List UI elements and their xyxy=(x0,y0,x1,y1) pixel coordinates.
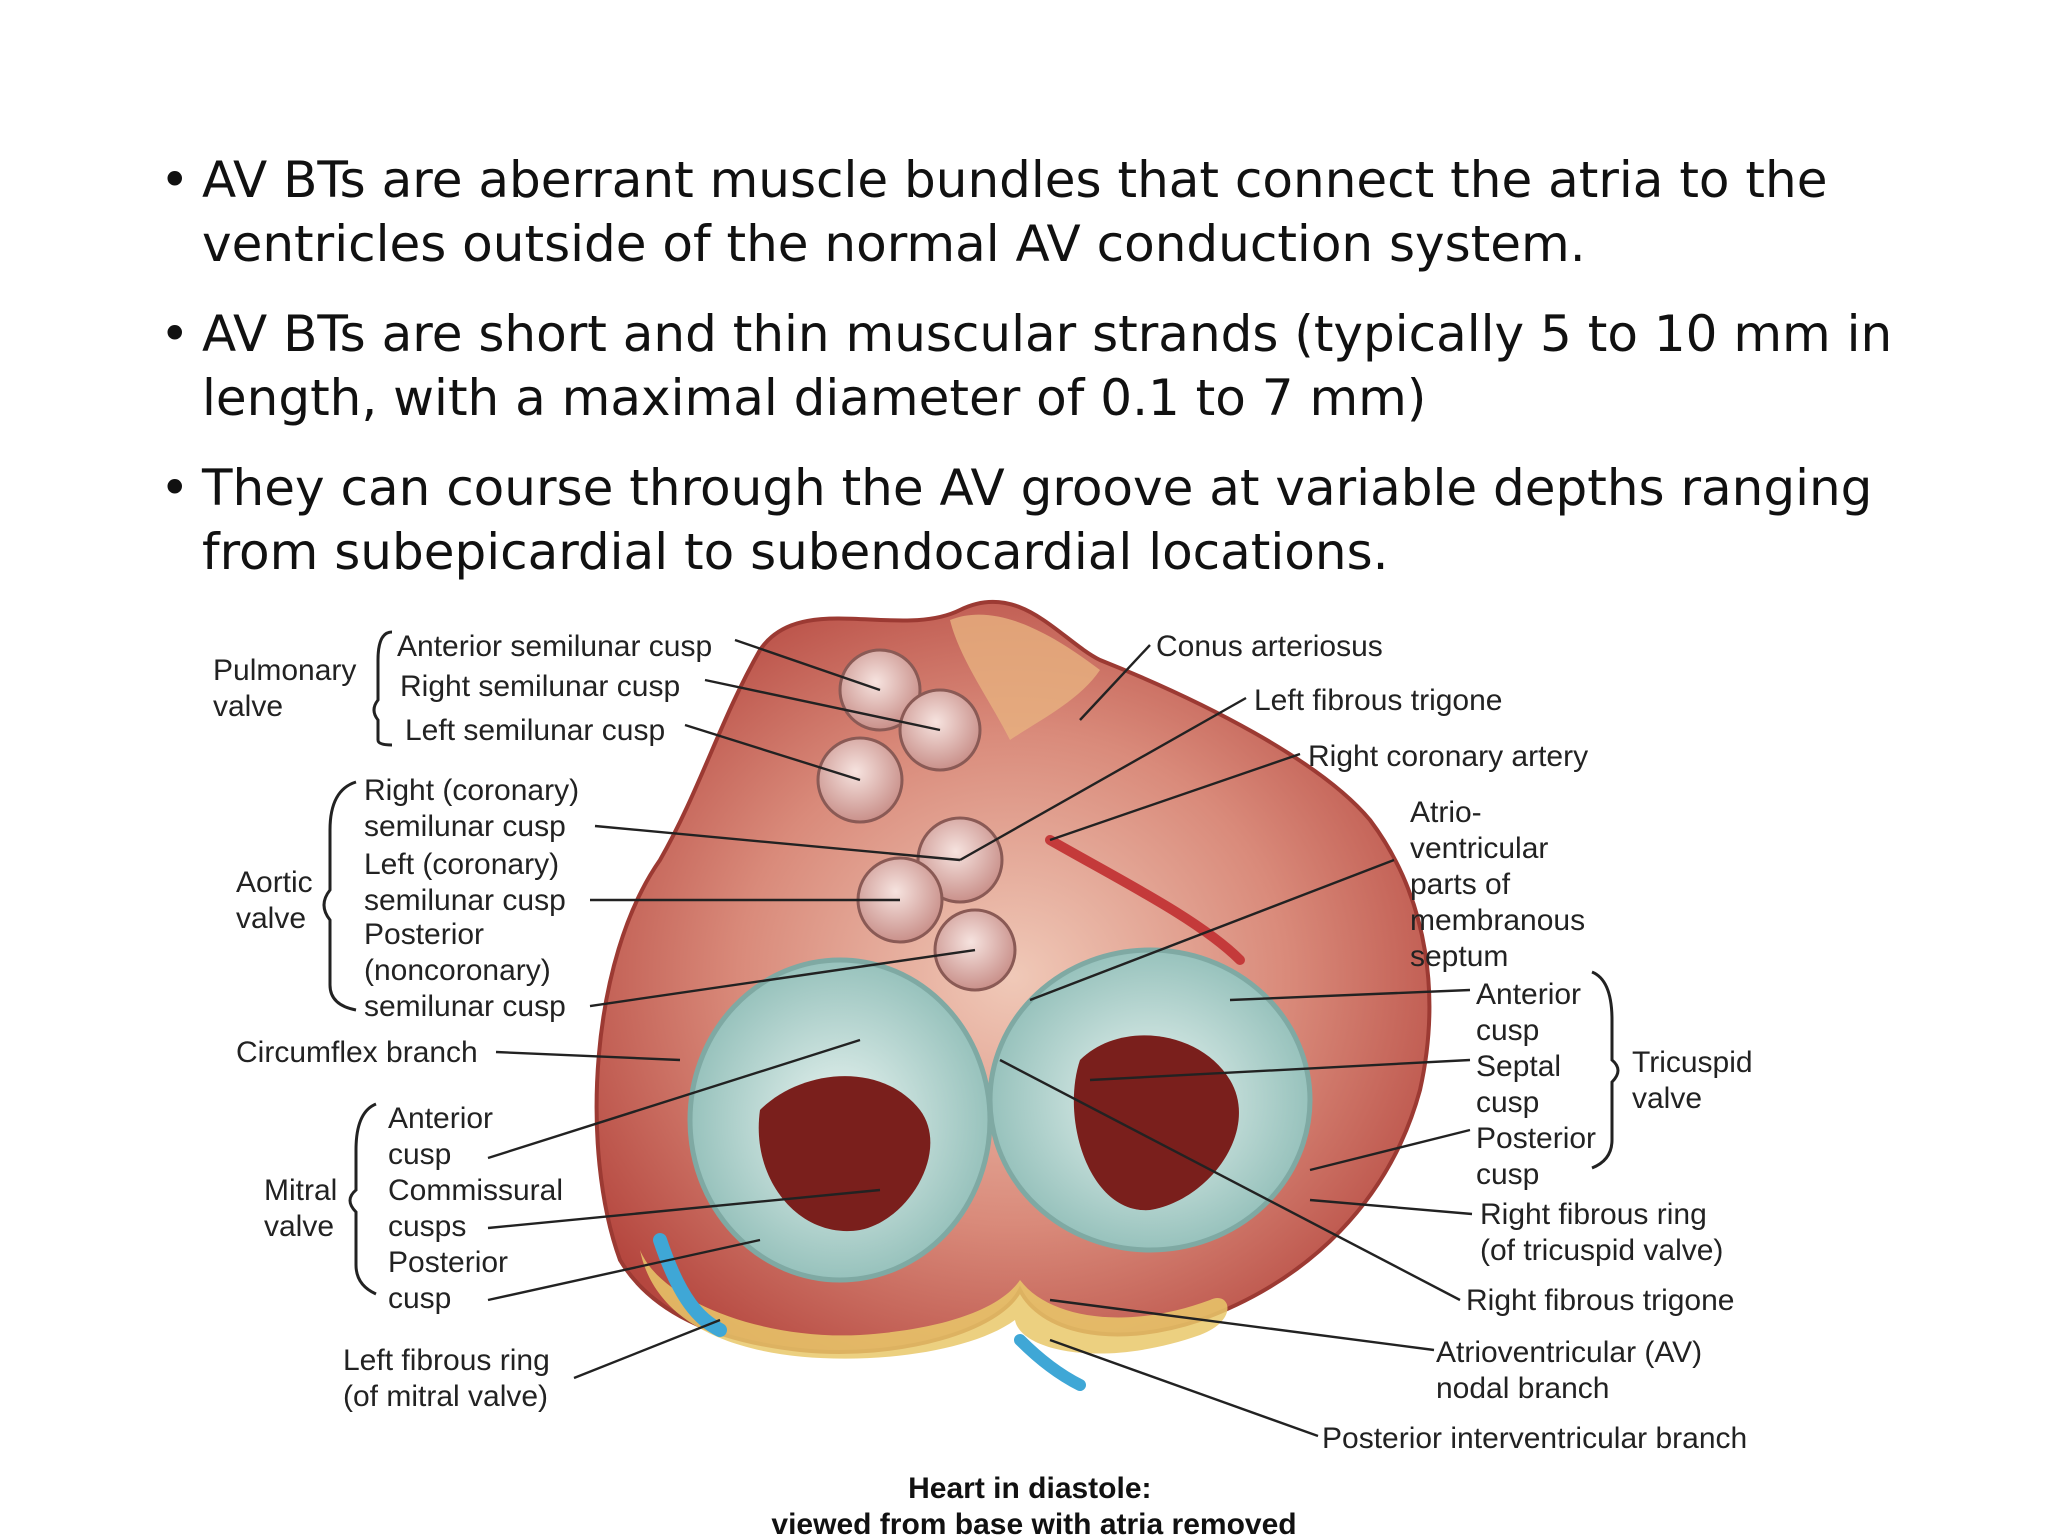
mitral-bracket xyxy=(348,1102,377,1296)
mitral-papillary xyxy=(758,1076,931,1232)
conus-arteriosus-label: Conus arteriosus xyxy=(1156,630,1383,663)
bullet-line: They can course through the AV groove at… xyxy=(202,459,1873,517)
leader-line xyxy=(1079,644,1151,721)
leader-line xyxy=(1049,1338,1319,1438)
mitral-valve-group-label: Mitral valve xyxy=(264,1174,346,1243)
leader-line xyxy=(1049,752,1301,842)
leader-line xyxy=(734,638,881,692)
anterior-semilunar-cusp-label: Anterior semilunar cusp xyxy=(397,630,712,663)
tricuspid-posterior-cusp-label: Posterior cusp xyxy=(1476,1122,1604,1191)
posterior-interventricular-branch-label: Posterior interventricular branch xyxy=(1322,1422,1747,1455)
leader-line xyxy=(487,1188,881,1230)
bullet-line: ventricles outside of the normal AV cond… xyxy=(202,215,1586,273)
mitral-posterior-cusp-label: Posterior cusp xyxy=(388,1246,516,1315)
leader-line xyxy=(1049,1298,1435,1352)
heart-illustration xyxy=(594,599,1432,1391)
aortic-valve-group-label: Aortic valve xyxy=(236,866,321,935)
leader-line xyxy=(573,1318,721,1380)
leader-lines xyxy=(487,638,1473,1438)
group-brackets xyxy=(322,630,1620,1296)
left-fibrous-ring-label: Left fibrous ring (of mitral valve) xyxy=(343,1344,558,1413)
fat-layer xyxy=(640,1250,1228,1359)
bullet-item: AV BTs are short and thin muscular stran… xyxy=(160,302,1920,430)
leader-line xyxy=(1029,858,1395,1002)
left-fibrous-trigone-label: Left fibrous trigone xyxy=(1254,684,1502,717)
leader-line xyxy=(999,1058,1461,1302)
right-fibrous-ring-label: Right fibrous ring (of tricuspid valve) xyxy=(1480,1198,1723,1267)
mitral-anterior-cusp-label: Anterior cusp xyxy=(388,1102,501,1171)
leader-line xyxy=(704,678,941,732)
aortic-bracket xyxy=(322,780,357,1012)
leader-line xyxy=(959,696,1247,862)
membranous-septum-label: Atrio- ventricular parts of membranous s… xyxy=(1410,796,1593,973)
bullet-line: length, with a maximal diameter of 0.1 t… xyxy=(202,369,1427,427)
bullet-list: AV BTs are aberrant muscle bundles that … xyxy=(160,148,1920,610)
av-nodal-marker xyxy=(1014,1334,1086,1391)
leader-line xyxy=(1229,988,1471,1002)
leader-line xyxy=(1089,1058,1471,1082)
figure-caption: Heart in diastole: viewed from base with… xyxy=(771,1472,1296,1536)
leader-line xyxy=(684,723,861,782)
bullet-item: They can course through the AV groove at… xyxy=(160,456,1920,584)
leader-line xyxy=(1309,1128,1471,1172)
leader-line xyxy=(487,1038,861,1160)
right-coronary-cusp-label: Right (coronary) semilunar cusp xyxy=(364,774,587,843)
commissural-cusps-label: Commissural cusps xyxy=(388,1174,571,1243)
conus-region xyxy=(950,614,1100,740)
coronary-artery xyxy=(1045,835,1245,965)
tricuspid-anterior-cusp-label: Anterior cusp xyxy=(1476,978,1589,1047)
tricuspid-valve-group-label: Tricuspid valve xyxy=(1632,1046,1761,1115)
posterior-noncoronary-cusp-label: Posterior (noncoronary) semilunar cusp xyxy=(364,918,566,1023)
av-nodal-branch-label: Atrioventricular (AV) nodal branch xyxy=(1436,1336,1711,1405)
bullet-item: AV BTs are aberrant muscle bundles that … xyxy=(160,148,1920,276)
tricuspid-bracket xyxy=(1591,970,1620,1170)
bullet-line: from subepicardial to subendocardial loc… xyxy=(202,523,1389,581)
circumflex-branch-label: Circumflex branch xyxy=(236,1036,478,1069)
bullet-line: AV BTs are aberrant muscle bundles that … xyxy=(202,151,1828,209)
left-fibrous-ring-marker xyxy=(653,1233,727,1337)
leader-line xyxy=(594,824,961,862)
right-coronary-artery-label: Right coronary artery xyxy=(1308,740,1588,773)
right-semilunar-cusp-label: Right semilunar cusp xyxy=(400,670,680,703)
leader-line xyxy=(495,1050,681,1062)
right-fibrous-trigone-label: Right fibrous trigone xyxy=(1466,1284,1734,1317)
left-semilunar-cusp-label: Left semilunar cusp xyxy=(405,714,665,747)
leader-line xyxy=(1309,1198,1473,1216)
septal-cusp-label: Septal cusp xyxy=(1476,1050,1569,1119)
bullet-line: AV BTs are short and thin muscular stran… xyxy=(202,305,1893,363)
leader-line xyxy=(589,948,976,1008)
pulmonary-valve-group-label: Pulmonary valve xyxy=(213,654,365,723)
leader-line xyxy=(487,1238,761,1302)
left-coronary-cusp-label: Left (coronary) semilunar cusp xyxy=(364,848,567,917)
pulmonary-bracket xyxy=(372,630,393,747)
